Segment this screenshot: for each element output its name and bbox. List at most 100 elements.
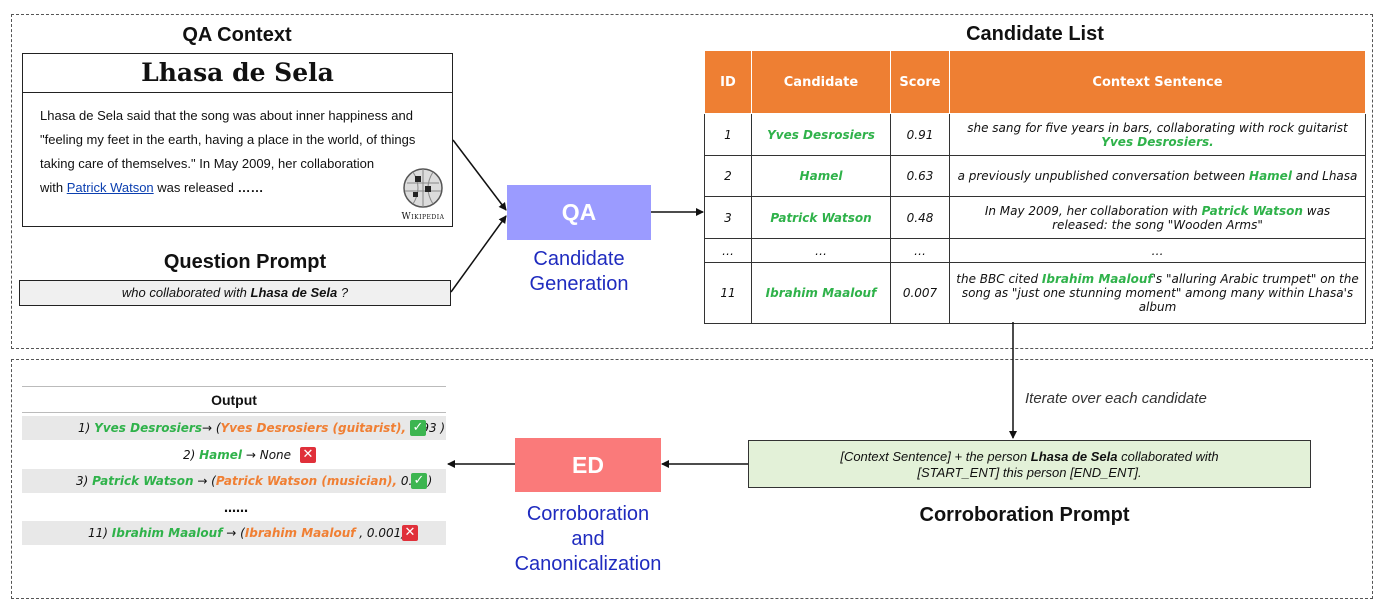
ctx-entity: Yves Desrosiers. xyxy=(1101,134,1214,149)
output-canonical: Patrick Watson (musician), xyxy=(215,474,398,488)
caption-line: and xyxy=(571,528,605,550)
output-row-text: 1) Yves Desrosiers→ (Yves Desrosiers (gu… xyxy=(78,416,445,440)
cross-icon: ✕ xyxy=(402,525,418,541)
output-title: Output xyxy=(211,392,257,408)
cell-candidate: … xyxy=(751,238,891,263)
output-arrow: → ( xyxy=(193,474,216,488)
question-entity: Lhasa de Sela xyxy=(250,285,338,300)
output-score: , 0.001) xyxy=(355,526,406,540)
cell-id: 11 xyxy=(704,262,752,324)
question-prompt-title: Question Prompt xyxy=(163,251,327,273)
prompt-suffix: collaborated with xyxy=(1117,449,1219,464)
qa-context-box: Lhasa de Sela Lhasa de Sela said that th… xyxy=(22,53,453,227)
question-prefix: who collaborated with xyxy=(121,285,251,300)
paragraph-line: Lhasa de Sela said that the song was abo… xyxy=(40,108,413,123)
output-candidate: Patrick Watson xyxy=(92,474,194,488)
cell-context: she sang for five years in bars, collabo… xyxy=(949,113,1366,156)
qa-block: QA xyxy=(507,185,651,240)
output-num: 3) xyxy=(76,474,93,488)
wikipedia-globe-icon xyxy=(403,168,443,208)
table-header-row: ID Candidate Score Context Sentence xyxy=(704,50,1366,114)
header-context-sentence: Context Sentence xyxy=(949,50,1366,114)
paragraph-prefix: with xyxy=(40,180,67,195)
cross-icon: ✕ xyxy=(300,447,316,463)
cell-candidate: Ibrahim Maalouf xyxy=(751,262,891,324)
corroboration-canonicalization-caption: Corroboration and Canonicalization xyxy=(488,502,688,577)
caption-line: Generation xyxy=(529,273,629,295)
cell-candidate: Yves Desrosiers xyxy=(751,113,891,156)
wikipedia-label: Wikipedia xyxy=(401,212,445,222)
caption-line: Corroboration xyxy=(526,503,650,525)
cell-id: 2 xyxy=(704,155,752,197)
ctx-before: In May 2009, her collaboration with xyxy=(984,203,1202,218)
prompt-prefix: [Context Sentence] + the person xyxy=(840,449,1031,464)
ctx-before: the BBC cited xyxy=(956,272,1042,286)
question-suffix: ? xyxy=(337,285,349,300)
output-row: 3) Patrick Watson → (Patrick Watson (mus… xyxy=(22,469,446,493)
output-num: 11) xyxy=(88,526,112,540)
table-row: … … … … xyxy=(704,238,1366,263)
candidate-generation-caption: Candidate Generation xyxy=(497,247,661,297)
bottom-panel xyxy=(11,359,1373,599)
ctx-entity: Patrick Watson xyxy=(1201,203,1303,218)
cell-context: a previously unpublished conversation be… xyxy=(949,155,1366,197)
output-canonical: Ibrahim Maalouf xyxy=(244,526,356,540)
ctx-after: 's "alluring Arabic trumpet" on the song… xyxy=(961,272,1359,314)
patrick-watson-link[interactable]: Patrick Watson xyxy=(66,180,154,195)
top-panel xyxy=(11,14,1373,349)
ctx-before: … xyxy=(1151,243,1164,258)
cell-score: 0.91 xyxy=(890,113,950,156)
cell-candidate: Hamel xyxy=(751,155,891,197)
output-row: …… xyxy=(22,496,446,520)
output-canonical: Yves Desrosiers (guitarist), xyxy=(220,421,407,435)
output-candidate: Ibrahim Maalouf xyxy=(111,526,223,540)
ctx-before: a previously unpublished conversation be… xyxy=(957,169,1250,183)
output-arrow: → ( xyxy=(201,421,221,435)
prompt-line: [Context Sentence] + the person Lhasa de… xyxy=(749,449,1310,465)
qa-context-title: QA Context xyxy=(182,24,292,46)
output-row: 11) Ibrahim Maalouf → (Ibrahim Maalouf ,… xyxy=(22,521,446,545)
cell-candidate: Patrick Watson xyxy=(751,196,891,239)
cell-id: … xyxy=(704,238,752,263)
output-num: 2) xyxy=(183,448,200,462)
cell-score: 0.48 xyxy=(890,196,950,239)
header-candidate: Candidate xyxy=(751,50,891,114)
cell-context: the BBC cited Ibrahim Maalouf's "allurin… xyxy=(949,262,1366,324)
caption-line: Candidate xyxy=(533,248,625,270)
cell-context: In May 2009, her collaboration with Patr… xyxy=(949,196,1366,239)
check-icon: ✓ xyxy=(411,473,427,489)
candidate-table: ID Candidate Score Context Sentence 1 Yv… xyxy=(704,50,1366,324)
output-row-text: 11) Ibrahim Maalouf → (Ibrahim Maalouf ,… xyxy=(88,521,406,545)
table-row: 11 Ibrahim Maalouf 0.007 the BBC cited I… xyxy=(704,262,1366,324)
article-paragraph: Lhasa de Sela said that the song was abo… xyxy=(40,104,430,200)
cell-score: 0.63 xyxy=(890,155,950,197)
output-num: 1) xyxy=(78,421,95,435)
output-candidate: Yves Desrosiers xyxy=(94,421,202,435)
output-score: None xyxy=(259,448,292,462)
question-prompt-box: who collaborated with Lhasa de Sela ? xyxy=(19,280,451,306)
ctx-before: she sang for five years in bars, collabo… xyxy=(967,120,1348,135)
table-row: 2 Hamel 0.63 a previously unpublished co… xyxy=(704,155,1366,197)
output-top-rule xyxy=(22,386,446,387)
output-ellipsis: …… xyxy=(224,501,248,515)
output-arrow: → ( xyxy=(222,526,245,540)
article-title-rule xyxy=(23,92,452,93)
check-icon: ✓ xyxy=(410,420,426,436)
cell-score: … xyxy=(890,238,950,263)
paragraph-line: "feeling my feet in the earth, having a … xyxy=(40,132,416,147)
ctx-after: and Lhasa xyxy=(1291,169,1358,183)
cell-score: 0.007 xyxy=(890,262,950,324)
paragraph-line: taking care of themselves." In May 2009,… xyxy=(40,156,375,171)
header-id: ID xyxy=(704,50,752,114)
corroboration-prompt-title: Corroboration Prompt xyxy=(919,504,1130,526)
output-title-rule xyxy=(22,412,446,413)
output-candidate: Hamel xyxy=(199,448,243,462)
output-row-text: 2) Hamel → None xyxy=(183,443,291,467)
caption-line: Canonicalization xyxy=(514,553,662,575)
table-row: 1 Yves Desrosiers 0.91 she sang for five… xyxy=(704,113,1366,156)
ctx-entity: Ibrahim Maalouf xyxy=(1041,272,1153,286)
header-score: Score xyxy=(890,50,950,114)
article-title: Lhasa de Sela xyxy=(141,58,334,87)
candidate-list-title: Candidate List xyxy=(966,23,1104,45)
cell-context: … xyxy=(949,238,1366,263)
